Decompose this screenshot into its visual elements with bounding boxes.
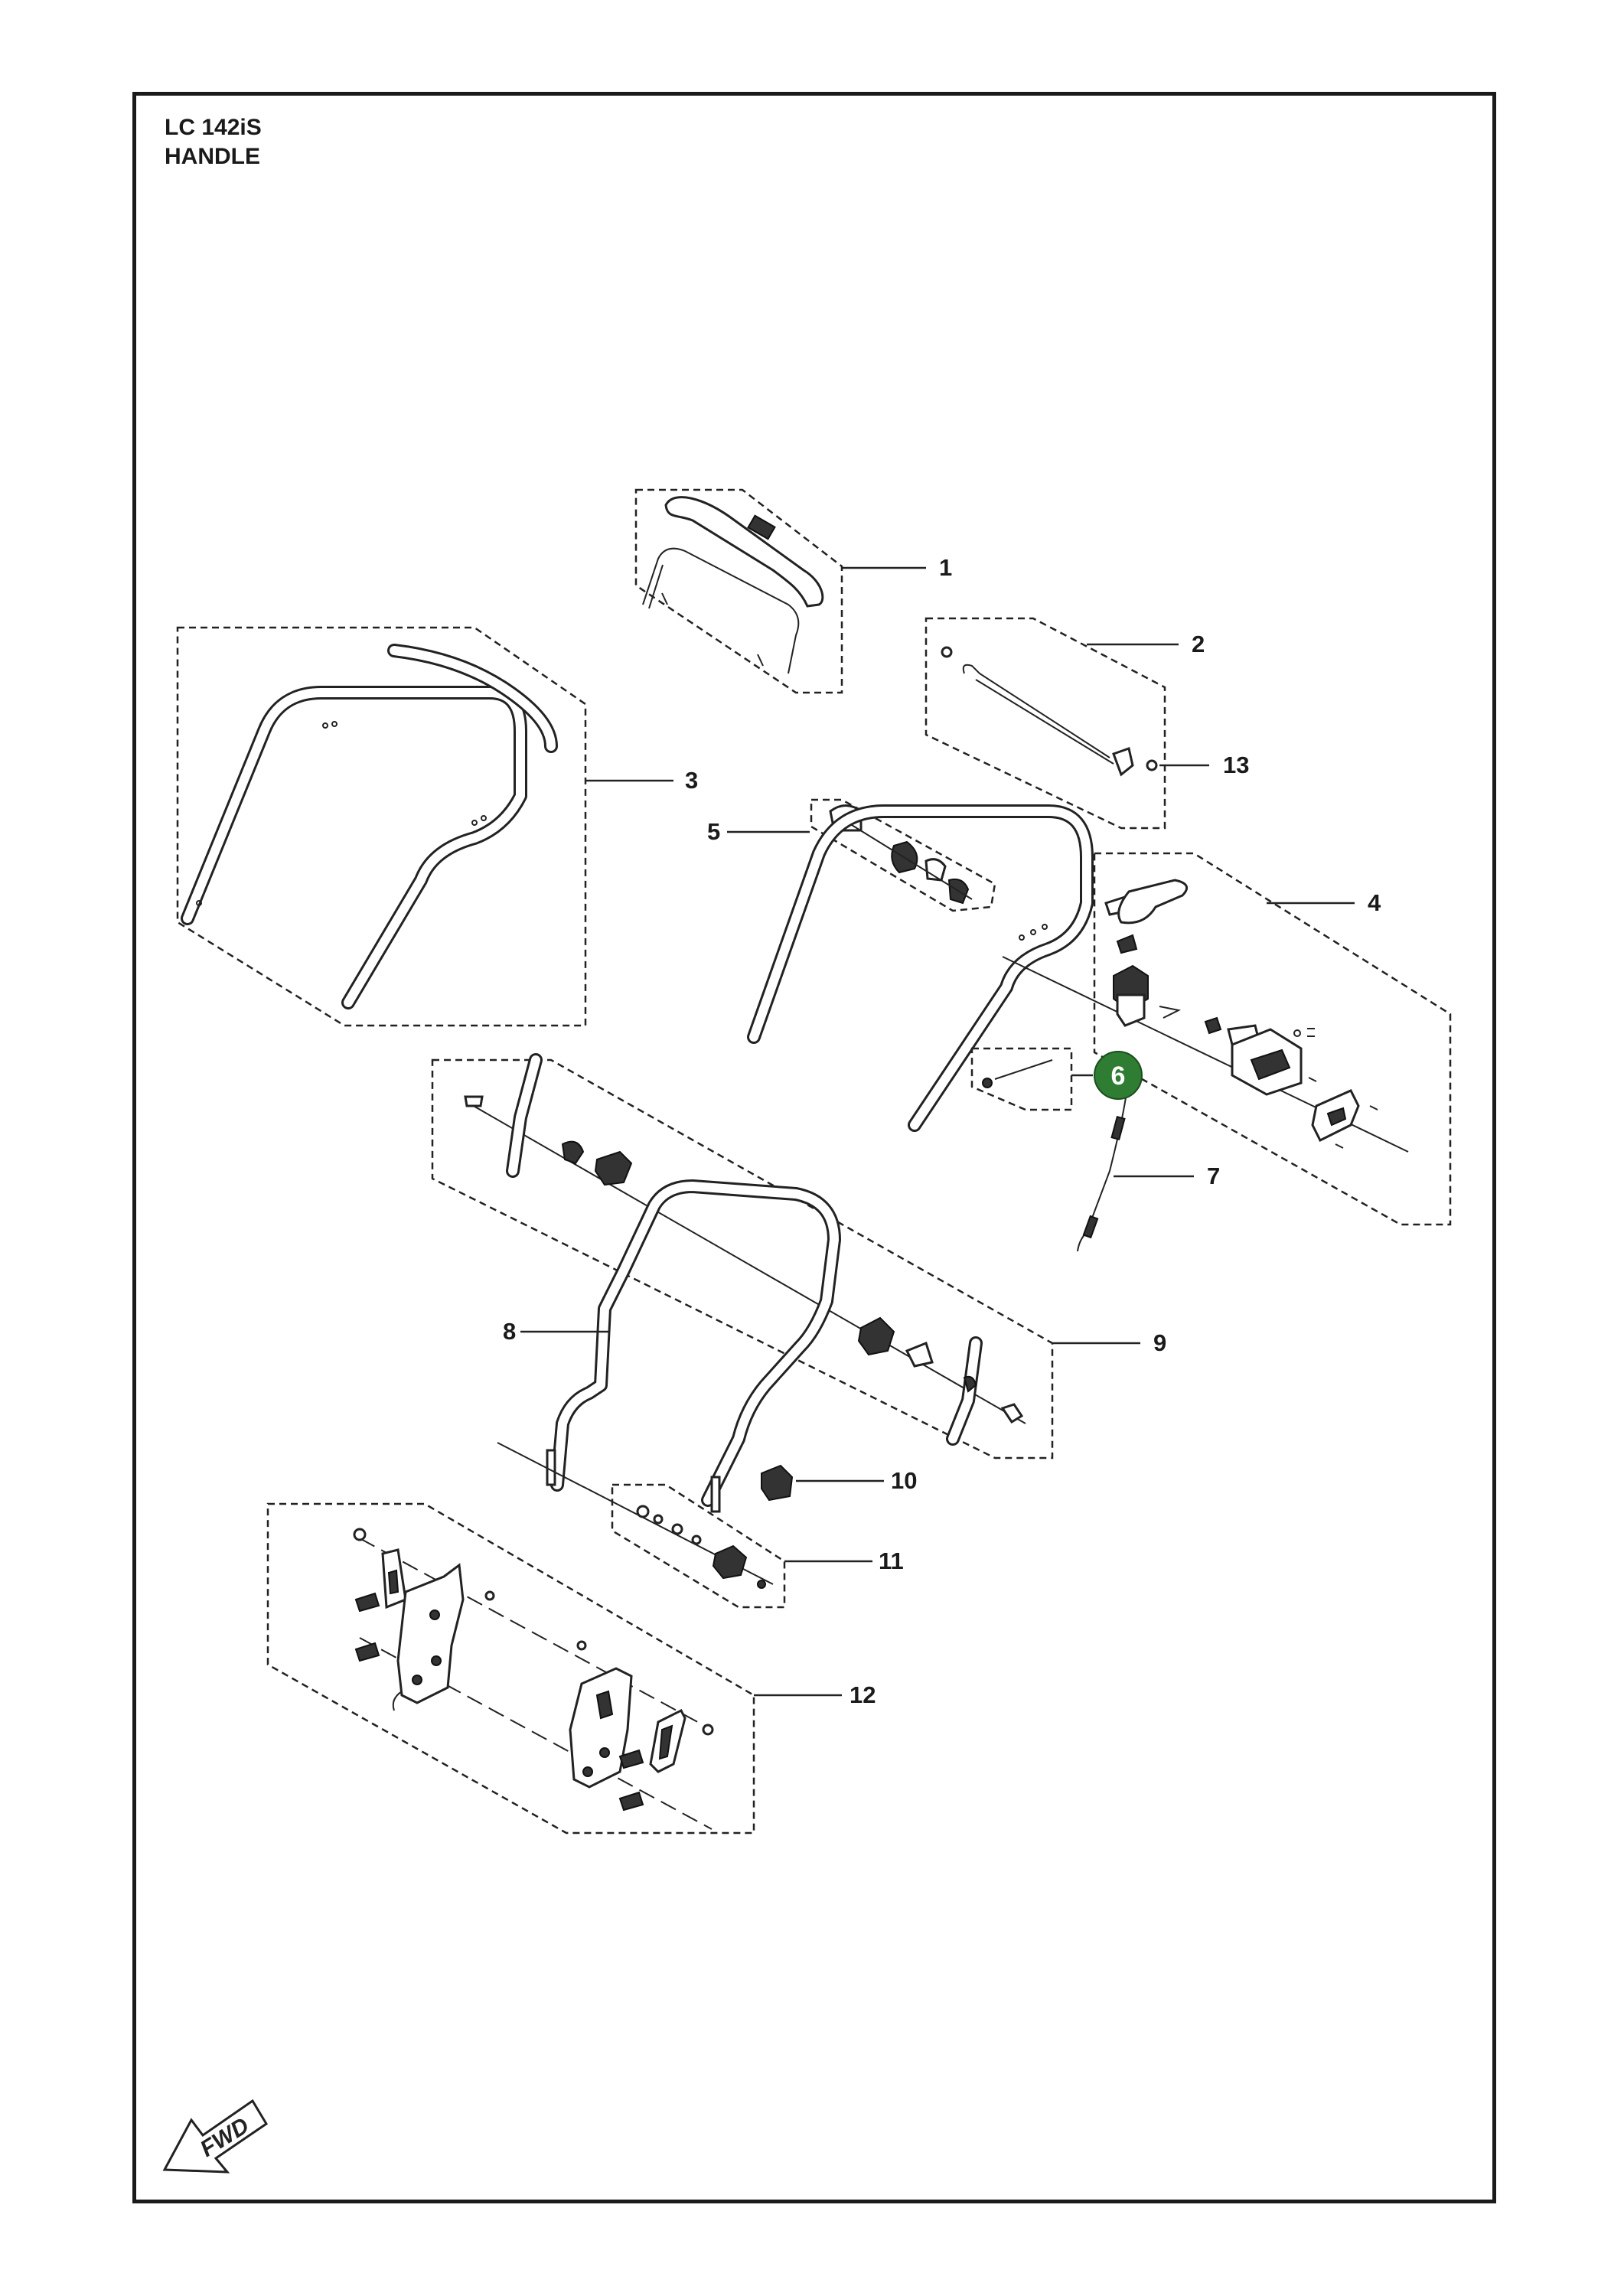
highlight-badge-6: 6 <box>1094 1051 1143 1100</box>
callout-1: 1 <box>939 554 952 581</box>
model-title: LC 142iS <box>165 115 262 140</box>
callout-7: 7 <box>1207 1163 1220 1189</box>
part-group-8 <box>520 1179 841 1513</box>
callout-6: 6 <box>1111 1062 1126 1091</box>
part-group-12 <box>266 1502 842 1835</box>
part-group-1 <box>634 488 926 694</box>
callout-8: 8 <box>503 1318 516 1345</box>
callout-12: 12 <box>850 1681 876 1708</box>
callout-10: 10 <box>891 1467 917 1494</box>
part-group-7 <box>1077 1074 1194 1252</box>
part-group-6 <box>970 1047 1093 1111</box>
callout-5: 5 <box>707 818 720 845</box>
middle-handle-tube <box>747 804 1094 1132</box>
diagram-frame <box>132 92 1496 2203</box>
callout-labels: 1 2 3 4 5 7 8 9 10 11 12 13 <box>503 554 1381 1708</box>
grip-clip <box>747 514 776 540</box>
part-group-4 <box>1002 852 1452 1226</box>
callout-11: 11 <box>879 1548 904 1574</box>
section-title: HANDLE <box>165 144 260 169</box>
callout-9: 9 <box>1153 1329 1166 1356</box>
part-group-3 <box>176 626 673 1027</box>
callout-4: 4 <box>1368 889 1381 916</box>
callout-2: 2 <box>1192 631 1205 657</box>
part-group-10 <box>761 1464 884 1502</box>
grip-cover <box>664 496 824 608</box>
callout-3: 3 <box>685 767 698 794</box>
forward-arrow-icon: FWD <box>162 2099 269 2174</box>
callout-13: 13 <box>1223 752 1249 778</box>
part-group-9 <box>431 1053 1140 1459</box>
part-group-11 <box>497 1442 872 1609</box>
part-group-2 <box>925 617 1209 830</box>
